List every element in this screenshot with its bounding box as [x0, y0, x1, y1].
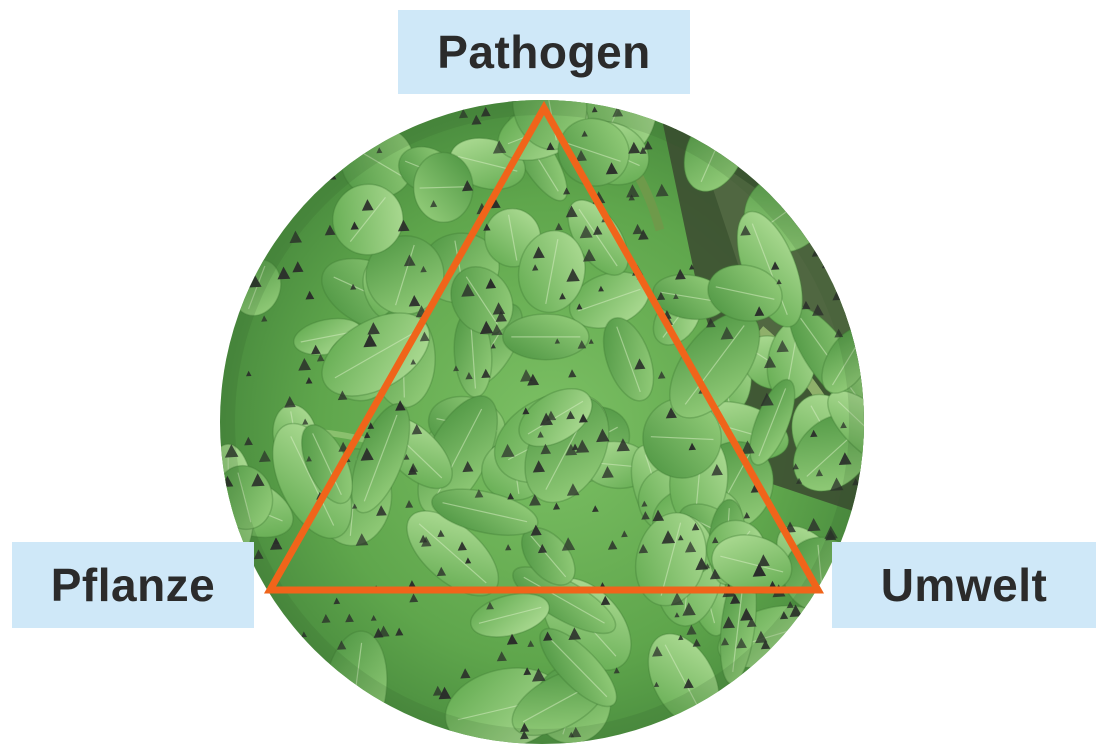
plant-label: Pflanze: [12, 542, 254, 628]
pathogen-label-text: Pathogen: [437, 25, 651, 79]
environment-label: Umwelt: [832, 542, 1096, 628]
lesion-spot: [712, 695, 721, 704]
plant-photo-circle: [188, 54, 921, 749]
lesion-spot: [489, 741, 498, 749]
lesion-spot: [511, 93, 518, 100]
lesion-spot: [457, 99, 467, 109]
pathogen-label: Pathogen: [398, 10, 690, 94]
plant-label-text: Pflanze: [51, 558, 216, 612]
lesion-spot: [675, 118, 687, 130]
environment-label-text: Umwelt: [881, 558, 1048, 612]
